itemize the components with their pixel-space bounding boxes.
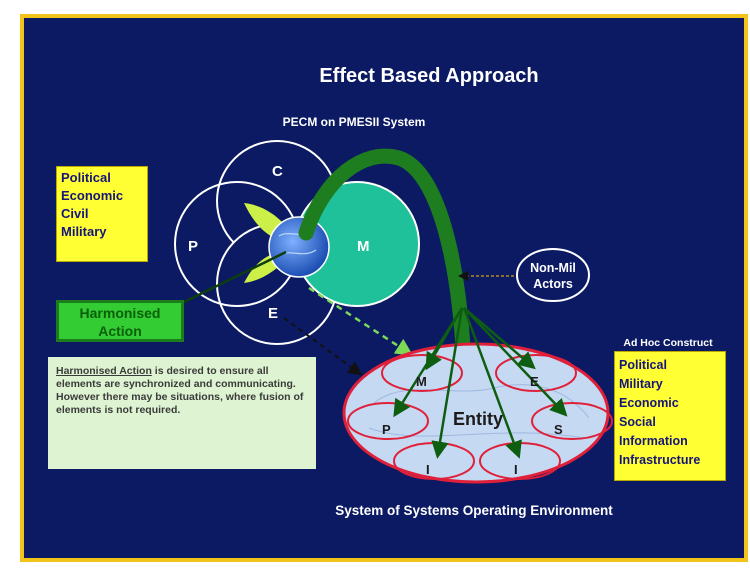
slide-title: Effect Based Approach <box>319 65 538 87</box>
non-mil-line-2: Actors <box>533 277 573 291</box>
fan-arrows <box>393 307 568 459</box>
pecm-box: Political Economic Civil Military <box>56 166 148 262</box>
ad-hoc-label: Ad Hoc Construct <box>623 337 713 349</box>
entity-label-m: M <box>416 374 427 389</box>
note-heading: Harmonised Action <box>56 365 152 377</box>
venn-label-m: M <box>357 238 370 255</box>
harmonised-link <box>171 250 287 310</box>
venn-label-p: P <box>188 238 198 255</box>
slide-subtitle: PECM on PMESII System <box>283 115 426 129</box>
entity-system: Entity M E P S I I <box>342 307 613 484</box>
harmonised-action-box: Harmonised Action <box>56 300 184 342</box>
harmonised-line-1: Harmonised <box>79 305 161 321</box>
non-mil-line-1: Non-Mil <box>530 261 576 275</box>
entity-node-p <box>347 402 429 440</box>
dashed-green-arrow <box>308 286 414 356</box>
pecm-item: Political <box>61 170 111 185</box>
entity-label-e: E <box>530 374 539 389</box>
slide-frame: Effect Based Approach PECM on PMESII Sys… <box>20 14 748 562</box>
note-body: is desired to ensure all elements are sy… <box>56 365 304 416</box>
entity-label-i1: I <box>426 462 430 477</box>
main-effect-arrow <box>298 148 472 381</box>
venn-label-c: C <box>272 163 283 180</box>
globe-icon <box>268 216 330 278</box>
diagram-canvas: Effect Based Approach PECM on PMESII Sys… <box>171 65 713 518</box>
pmesii-item: Political <box>619 358 667 372</box>
pecm-item: Economic <box>61 188 124 203</box>
entity-label-p: P <box>382 422 391 437</box>
pmesii-item: Economic <box>619 396 679 410</box>
footer-caption: System of Systems Operating Environment <box>335 503 613 518</box>
entity-node-m <box>381 354 463 392</box>
pmesii-item: Infrastructure <box>619 453 701 467</box>
harmonised-note: Harmonised Action is desired to ensure a… <box>48 357 316 469</box>
venn-label-e: E <box>268 305 278 322</box>
dashed-black-arrow <box>283 317 363 376</box>
pecm-venn: C P M E <box>174 140 420 345</box>
pmesii-box: Political Military Economic Social Infor… <box>614 351 726 481</box>
entity-node-s <box>531 402 613 440</box>
entity-label-s: S <box>554 422 563 437</box>
entity-node-e <box>495 354 577 392</box>
harmonised-line-2: Action <box>98 323 142 339</box>
pecm-item: Civil <box>61 206 89 221</box>
entity-center-label: Entity <box>453 409 503 429</box>
pmesii-item: Social <box>619 415 656 429</box>
non-mil-actors-ellipse <box>516 248 590 302</box>
pmesii-item: Military <box>619 377 663 391</box>
pmesii-item: Information <box>619 434 688 448</box>
entity-label-i2: I <box>514 462 518 477</box>
pecm-item: Military <box>61 224 107 239</box>
